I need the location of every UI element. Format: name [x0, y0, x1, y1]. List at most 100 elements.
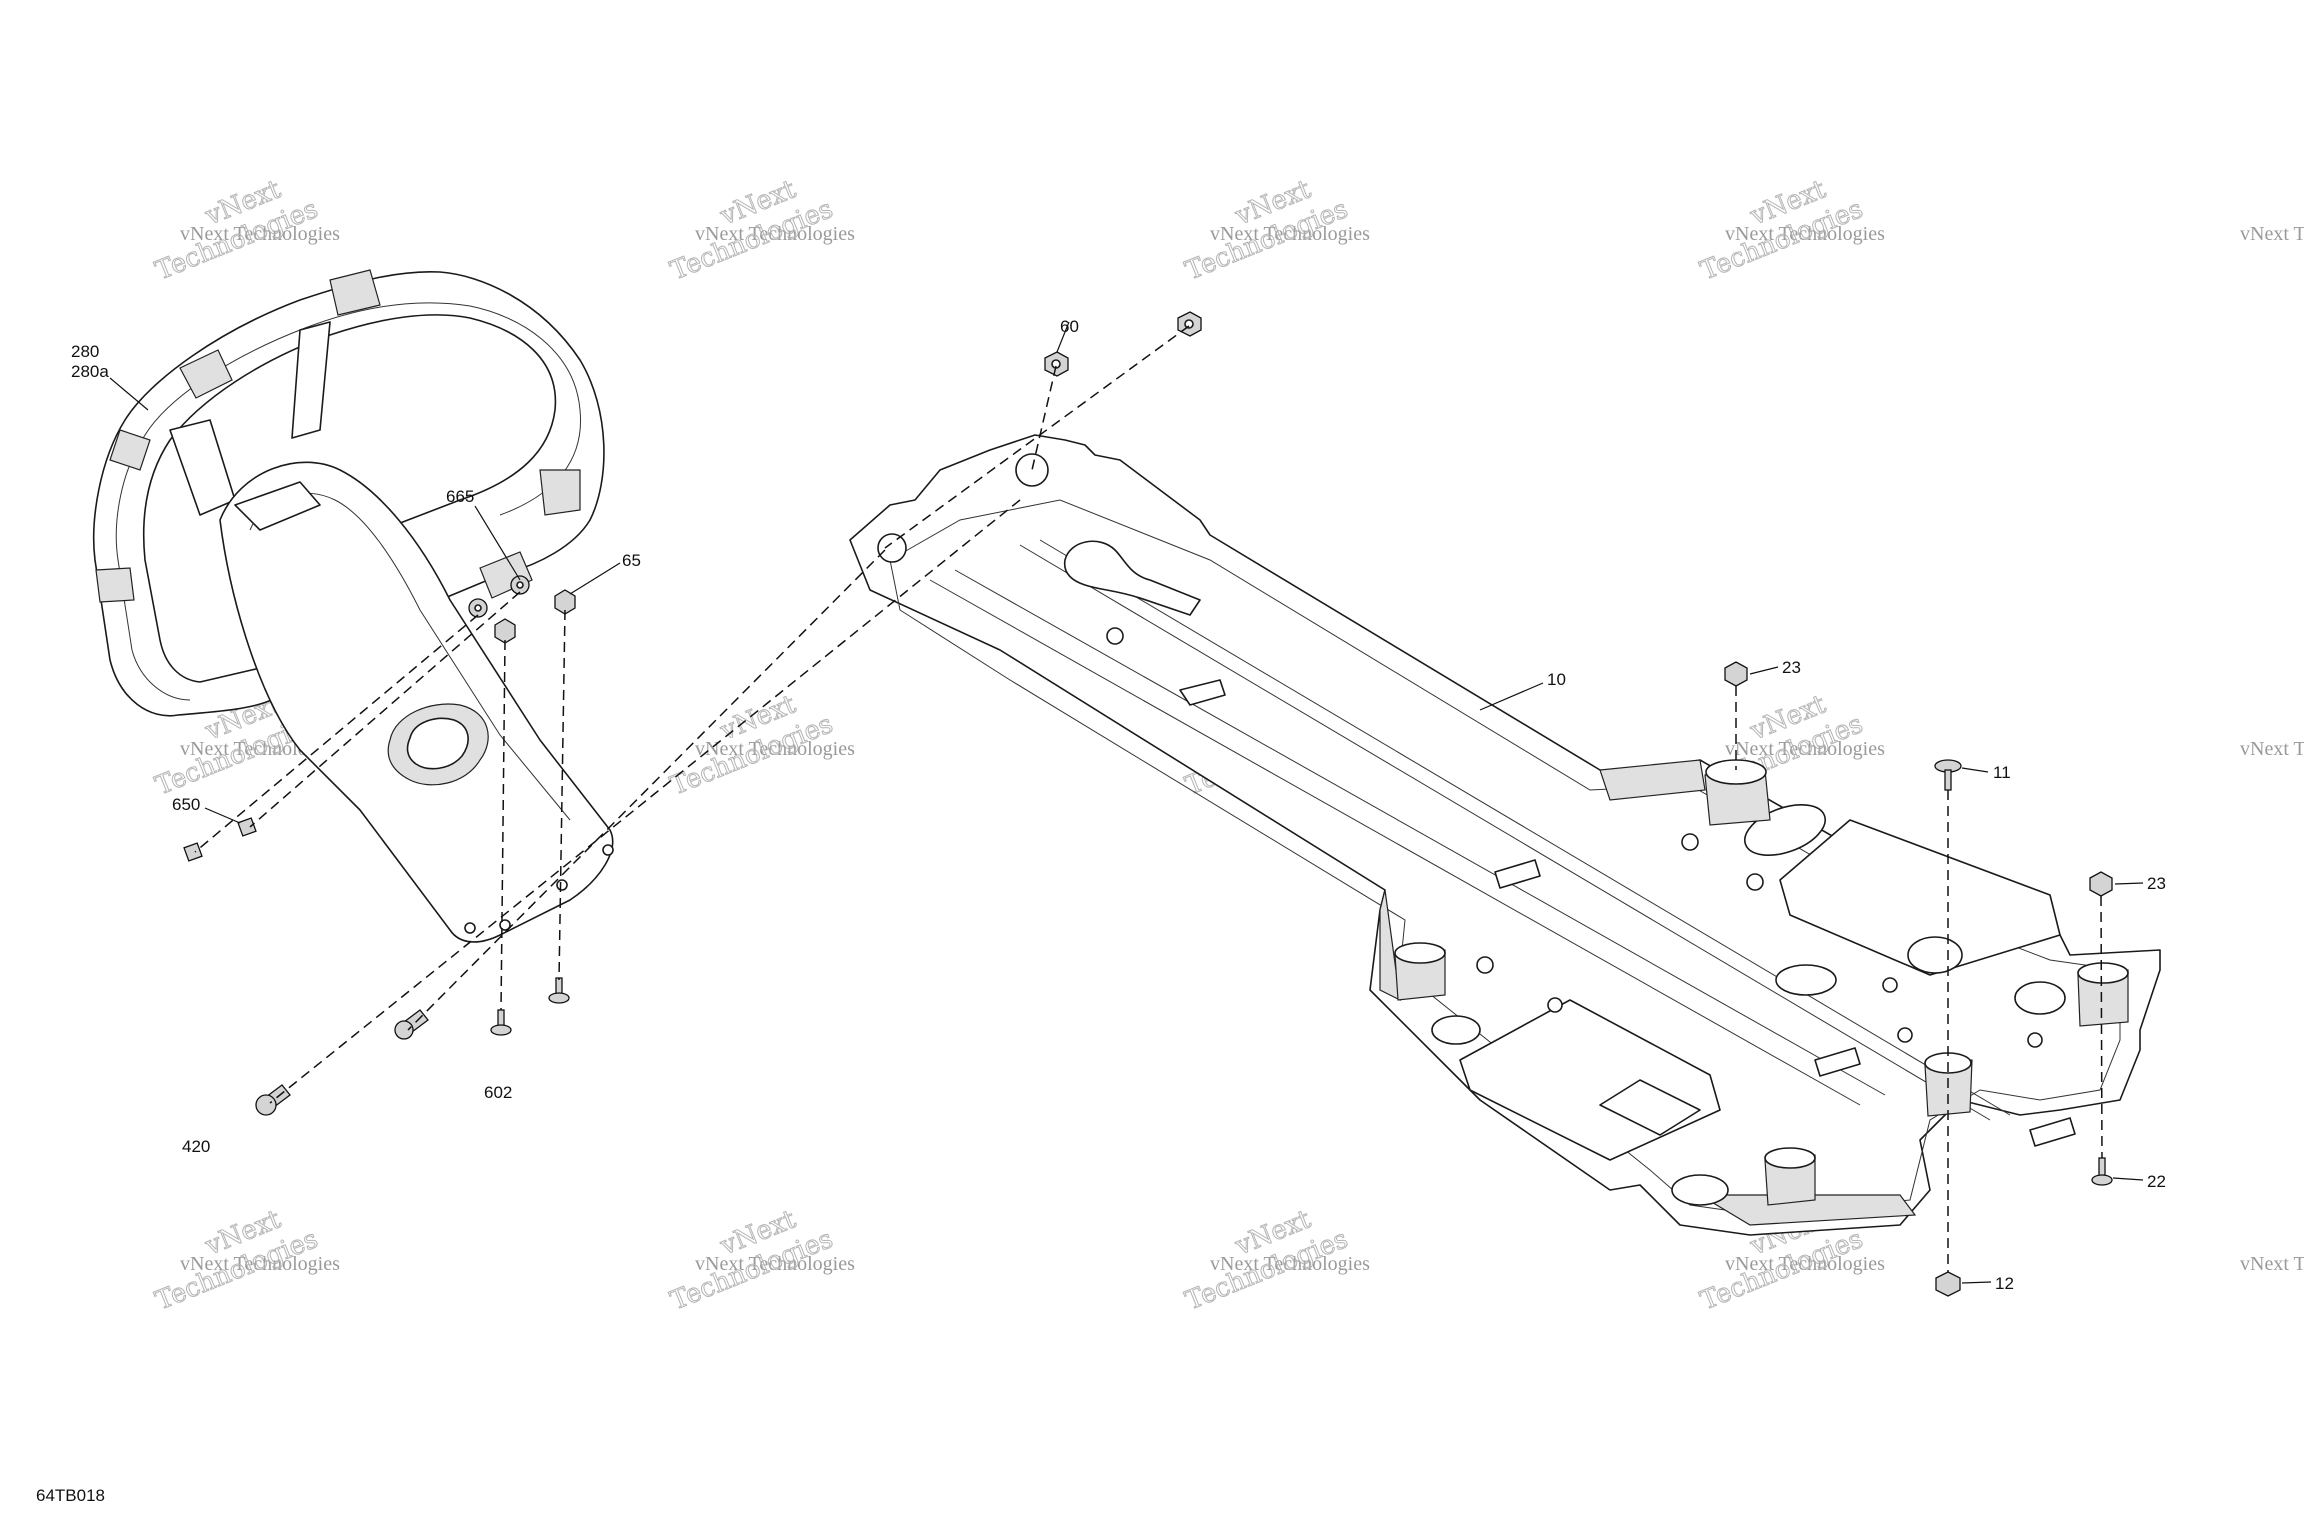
nut-665 [468, 598, 488, 618]
skid-plate-assembly [849, 434, 2161, 1236]
bumper-strut-left [169, 419, 236, 516]
nut-65 [554, 589, 576, 615]
bolt-602 [490, 1009, 512, 1036]
leader-line [1961, 1281, 1992, 1284]
nut-665 [510, 575, 530, 595]
skid-plate-ridge [1019, 544, 1991, 1121]
watermark-text: vNext Technologies [1210, 223, 1370, 245]
skid-plate-body [849, 434, 2161, 1236]
bolt-420 [255, 1084, 291, 1116]
fasteners [183, 311, 2113, 1297]
callout-12: 12 [1995, 1274, 2014, 1293]
skid-plate-drain-opening [1671, 1174, 1729, 1206]
skid-plate-drain-opening [1907, 936, 1963, 974]
bumper-tube-inner-edge [115, 302, 582, 701]
bumper-top-bracket [234, 481, 321, 531]
callout-60: 60 [1060, 317, 1079, 336]
skid-plate-clip [1179, 679, 1226, 706]
skid-plate-side-wall [1599, 759, 1706, 801]
nut-65 [494, 618, 516, 644]
tube-band [539, 469, 581, 516]
assembly-line [194, 614, 479, 853]
callouts: 280 280a 665 65 650 602 420 60 10 23 11 … [71, 317, 2166, 1293]
watermark-text: vNext Technologies [2240, 1253, 2304, 1275]
mount-boss [2077, 962, 2129, 1027]
callout-10: 10 [1547, 670, 1566, 689]
bolt-420 [394, 1009, 429, 1040]
watermark-text: vNext Technologies [1725, 223, 1885, 245]
callout-11: 11 [1993, 763, 2011, 782]
skid-plate-ridge [954, 569, 1886, 1096]
bolt-602 [548, 977, 570, 1004]
assembly-line [558, 609, 566, 981]
callout-23: 23 [2147, 874, 2166, 893]
clip-650 [183, 842, 203, 862]
screw-11 [1934, 759, 1962, 791]
skid-plate-drain-opening [1431, 1015, 1481, 1045]
leader-line [474, 505, 521, 581]
mount-hole [556, 879, 568, 891]
watermark: vNext vNext Technologies Technologies [1181, 174, 1370, 287]
assembly-line [500, 639, 506, 1011]
mount-hole [499, 919, 511, 931]
watermark: vNext vNext Technologies Technologies [1696, 174, 1885, 287]
assembly-line [269, 499, 1021, 1104]
skid-plate-small-hole [2027, 1032, 2043, 1048]
skid-plate-clip [2029, 1117, 2076, 1147]
skid-plate-small-hole [1476, 956, 1494, 974]
nut-12 [1935, 1271, 1961, 1297]
watermark-text: vNext Technologies [2240, 223, 2304, 245]
watermark-text: vNext Technologies [695, 223, 855, 245]
tube-band [95, 567, 135, 603]
callout-22: 22 [2147, 1172, 2166, 1191]
bolt-22 [2091, 1157, 2113, 1186]
clip-650 [237, 817, 257, 837]
assembly-line [1031, 365, 1057, 471]
skid-plate-mount-hole [1015, 453, 1049, 487]
skid-plate-drain-opening [2014, 981, 2066, 1015]
watermark: vNext vNext Technologies Technologies [151, 1204, 340, 1317]
watermark-text: vNext Technologies [1725, 1253, 1885, 1275]
leader-line [1961, 767, 1989, 773]
skid-plate-small-hole [1547, 997, 1563, 1013]
nut-60 [1044, 351, 1069, 377]
callout-665: 665 [446, 487, 474, 506]
mount-boss [1394, 942, 1446, 1001]
skid-plate-raised-pad [1779, 819, 2061, 976]
watermark: vNext Technologies [2240, 1253, 2304, 1275]
leader-line [2112, 1177, 2144, 1181]
watermark: vNext Technologies [2240, 738, 2304, 760]
callout-280a: 280a [71, 362, 109, 381]
watermark: vNext vNext Technologies Technologies [666, 174, 855, 287]
watermark: vNext vNext Technologies Technologies [151, 174, 340, 287]
leader-line [1056, 321, 1070, 353]
skid-plate-clip [1494, 859, 1541, 889]
callout-65: 65 [622, 551, 641, 570]
assembly-line [2100, 895, 2103, 1159]
skid-plate-mount-hole [877, 533, 907, 563]
watermark: vNext vNext Technologies Technologies [666, 689, 855, 802]
diagram-code: 64TB018 [36, 1486, 105, 1505]
leader-line [109, 377, 149, 411]
mount-boss [1704, 759, 1771, 826]
skid-plate-drain-opening [1775, 964, 1837, 996]
callout-280: 280 [71, 342, 99, 361]
watermark-text: vNext Technologies [2240, 738, 2304, 760]
watermark: vNext Technologies [2240, 223, 2304, 245]
leader-line [1749, 666, 1779, 675]
nut-23 [2089, 871, 2113, 897]
tube-band [109, 429, 151, 471]
callout-420: 420 [182, 1137, 210, 1156]
skid-plate-square-opening [1599, 1079, 1701, 1136]
watermark-text: vNext Technologies [695, 1253, 855, 1275]
nut-23 [1724, 661, 1748, 687]
assembly-line [407, 549, 886, 1031]
assembly-line [884, 325, 1190, 549]
skid-plate-small-hole [1681, 833, 1699, 851]
skid-plate-ridge [1039, 539, 2011, 1116]
callout-23: 23 [1782, 658, 1801, 677]
bumper-assembly [92, 269, 614, 943]
skid-plate-small-hole [1882, 977, 1898, 993]
leader-line [1479, 682, 1544, 711]
